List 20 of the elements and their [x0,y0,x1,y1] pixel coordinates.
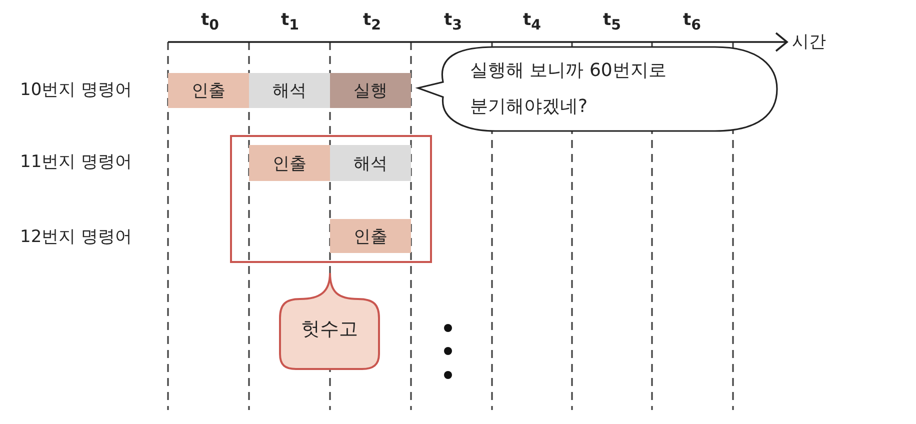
stage-cell: 인출 [168,73,249,108]
callout-bubble: 헛수고 [278,272,381,371]
stage-cell: 인출 [330,219,411,253]
time-label: t$_{2}$ [362,10,382,34]
row-label: 10번지 명령어 [20,79,132,101]
row-label: 11번지 명령어 [20,151,132,173]
time-label: t$_{6}$ [682,10,702,34]
axis-label: 시간 [792,31,826,53]
stage-cell: 실행 [330,73,411,108]
time-label: t$_{5}$ [602,10,622,34]
time-label: t$_{0}$ [200,10,220,34]
stage-cell: 해석 [330,145,411,181]
highlight-box [230,135,432,263]
stage-cell: 인출 [249,145,330,181]
time-label: t$_{1}$ [280,10,300,34]
stage-cell: 해석 [249,73,330,108]
time-label: t$_{4}$ [522,10,542,34]
speech-bubble: 실행해 보니까 60번지로 분기해야겠네? [415,45,780,133]
row-label: 12번지 명령어 [20,226,132,248]
time-label: t$_{3}$ [443,10,463,34]
